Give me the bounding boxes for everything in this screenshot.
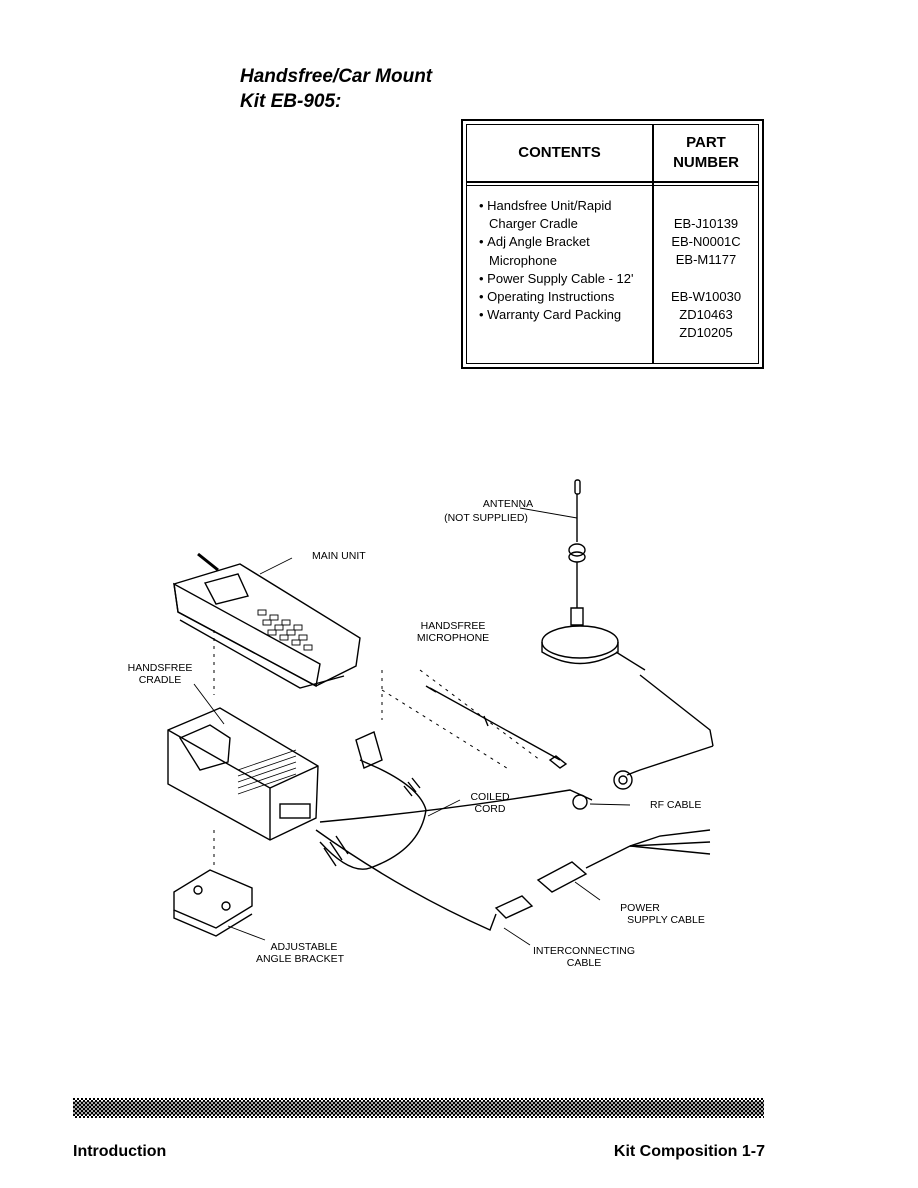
part-number: EB-W10030 xyxy=(670,288,742,304)
title-line-1: Handsfree/Car Mount xyxy=(240,66,433,87)
label-power-2: SUPPLY CABLE xyxy=(627,914,705,926)
list-item: Handsfree Unit/Rapid Charger Cradle xyxy=(479,197,654,233)
interconnecting-cable-illustration xyxy=(315,829,534,931)
part-number: ZD10463 xyxy=(679,306,733,322)
part-number: ZD10205 xyxy=(679,325,733,341)
title-line-2: Kit EB-905: xyxy=(240,91,342,112)
main-unit-illustration xyxy=(173,552,361,689)
section-title: Handsfree/Car Mount Kit EB-905: xyxy=(240,64,432,114)
cradle-illustration xyxy=(167,707,319,841)
contents-list: Handsfree Unit/Rapid Charger Cradle Adj … xyxy=(479,197,654,324)
bracket-illustration xyxy=(173,869,253,937)
header-contents: CONTENTS xyxy=(518,144,601,161)
label-bracket-1: ADJUSTABLE xyxy=(271,941,338,953)
label-coiled-2: CORD xyxy=(475,803,506,815)
parts-table: CONTENTS PART NUMBER Handsfree Unit/Rapi… xyxy=(461,119,764,369)
part-number: EB-J10139 xyxy=(673,216,739,231)
label-microphone-1: HANDSFREE xyxy=(421,620,486,632)
power-cable-illustration xyxy=(536,829,711,893)
label-rf-cable: RF CABLE xyxy=(650,799,701,811)
label-interconnecting-1: INTERCONNECTING xyxy=(533,945,635,957)
list-item: Warranty Card Packing xyxy=(479,306,654,324)
list-item: Operating Instructions xyxy=(479,288,654,306)
label-coiled-1: COILED xyxy=(470,791,510,803)
label-power-1: POWER xyxy=(620,902,660,914)
label-cradle-1: HANDSFREE xyxy=(128,662,193,674)
header-part-number: PART NUMBER xyxy=(673,134,739,171)
label-antenna: ANTENNA xyxy=(483,498,533,510)
diagram-labels: ANTENNA (NOT SUPPLIED) MAIN UNIT HANDSFR… xyxy=(128,498,705,969)
label-main-unit: MAIN UNIT xyxy=(312,550,366,562)
label-interconnecting-2: CABLE xyxy=(567,957,601,969)
part-number-list: EB-J10139 EB-N0001C EB-M1177 EB-W10030 Z… xyxy=(654,215,758,342)
list-item: Power Supply Cable - 12' xyxy=(479,270,654,288)
footer-section: Introduction xyxy=(73,1143,167,1160)
footer-page: Kit Composition 1-7 xyxy=(613,1143,765,1160)
label-bracket-2: ANGLE BRACKET xyxy=(256,953,345,965)
table-inner-frame: CONTENTS PART NUMBER Handsfree Unit/Rapi… xyxy=(466,124,759,364)
label-antenna-note: (NOT SUPPLIED) xyxy=(444,512,528,524)
part-number: EB-M1177 xyxy=(675,252,737,268)
table-header-divider-2 xyxy=(467,185,758,186)
list-item: Adj Angle Bracket Microphone xyxy=(479,233,654,269)
label-cradle-2: CRADLE xyxy=(139,674,182,686)
rf-cable-illustration xyxy=(319,789,593,823)
microphone-illustration xyxy=(425,685,568,769)
label-microphone-2: MICROPHONE xyxy=(417,632,489,644)
footer-band xyxy=(73,1098,764,1118)
table-header-divider xyxy=(467,181,758,183)
coiled-cord-illustration xyxy=(319,731,427,870)
part-number: EB-N0001C xyxy=(671,234,741,250)
kit-diagram: ANTENNA (NOT SUPPLIED) MAIN UNIT HANDSFR… xyxy=(128,479,714,969)
antenna-illustration xyxy=(541,479,714,790)
